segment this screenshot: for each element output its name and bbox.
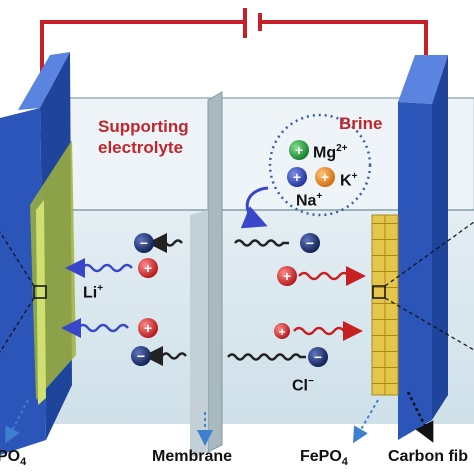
zoom-box-left [33, 285, 47, 299]
carbon-fiber-coating [371, 214, 399, 396]
lifepo4-coating-edge [36, 200, 46, 405]
left-electrode-front [0, 108, 46, 455]
cl-ion-right-top [300, 233, 320, 253]
fepo4-main: FePO [300, 448, 342, 465]
lifepo4-main: PO [0, 448, 21, 465]
mg-ion-sign: + [295, 142, 303, 158]
membrane-side [190, 210, 208, 458]
li-arrow-left-top [65, 258, 133, 278]
zoom-line-left-bottom [0, 297, 35, 353]
li-ion-right-bottom-sign: + [278, 325, 285, 339]
li-ion-right-top-sign: + [283, 268, 291, 284]
li-ion-right-top [277, 266, 297, 286]
li-arrow-left-bottom [61, 318, 129, 338]
cl-charge: − [308, 376, 314, 387]
zoom-box-right [372, 285, 386, 299]
li-ion-left-bottom [138, 318, 158, 338]
na-ion [287, 167, 307, 187]
fepo4-label: FePO4 [300, 448, 348, 468]
right-electrode-side [432, 55, 448, 420]
external-circuit [37, 8, 431, 102]
pointer-carbon-fiber [406, 391, 434, 443]
cl-ion-right-bottom-sign: − [314, 349, 322, 365]
brine-label: Brine [339, 114, 383, 133]
cl-ion-right-bottom [308, 347, 328, 367]
lifepo4-subscript: 4 [20, 456, 27, 468]
left-chamber-ions [61, 233, 187, 366]
wire-left [40, 20, 243, 95]
ion-signs: + + + − + + − − + + − [137, 142, 329, 365]
right-electrode [371, 55, 448, 440]
mg-symbol: Mg [313, 144, 337, 162]
zoom-line-right-bottom [384, 297, 474, 351]
membrane-face [207, 91, 223, 453]
brine-ion-circle [268, 113, 372, 217]
cl-arrow-left-top [147, 233, 183, 253]
li-label: Li+ [83, 284, 103, 301]
carbon-fiber-label: Carbon fib [388, 448, 468, 465]
wire-right [262, 20, 428, 95]
li-charge: + [97, 283, 104, 294]
k-ion-sign: + [321, 169, 329, 185]
cl-ion-left-top-sign: − [140, 235, 148, 251]
pointer-fepo4 [352, 399, 379, 444]
mg-ion [289, 140, 309, 160]
fepo4-subscript: 4 [341, 456, 348, 468]
k-charge: + [351, 171, 358, 182]
mg-label: Mg2+ [313, 144, 348, 161]
brine-ion-cluster [240, 113, 372, 229]
li-arrow-right-bottom [293, 321, 363, 341]
na-charge: + [316, 191, 323, 202]
label-pointers [5, 391, 434, 446]
li-ion-left-top [138, 258, 158, 278]
k-symbol: K [340, 172, 352, 190]
cl-arrow-right-bottom [227, 353, 306, 361]
left-electrode-top [18, 52, 70, 110]
cl-symbol: Cl [292, 377, 308, 395]
na-symbol: Na [296, 192, 317, 210]
na-ion-sign: + [293, 169, 301, 185]
cl-ion-right-top-sign: − [306, 235, 314, 251]
right-electrode-top [398, 55, 448, 104]
li-ion-left-top-sign: + [144, 260, 152, 276]
li-symbol: Li [83, 284, 98, 302]
zoom-line-left-top [0, 231, 35, 287]
supporting-electrolyte-label: Supporting electrolyte [98, 117, 189, 157]
cl-ion-left-top [134, 233, 154, 253]
cl-arrow-right-top [234, 239, 289, 247]
cl-ion-left-bottom-sign: − [137, 348, 145, 364]
zoom-markers [0, 221, 474, 353]
k-ion [315, 167, 335, 187]
na-label: Na+ [296, 192, 322, 209]
cl-ion-left-bottom [131, 346, 151, 366]
pointer-left-lifepo4 [5, 399, 29, 444]
li-ion-left-bottom-sign: + [144, 320, 152, 336]
right-electrode-front [398, 102, 432, 440]
zoom-line-right-top [384, 221, 474, 287]
k-label: K+ [340, 172, 357, 189]
right-chamber-ions [227, 233, 366, 367]
mg-charge: 2+ [336, 143, 348, 154]
cl-label: Cl− [292, 377, 314, 394]
li-arrow-right-top [298, 266, 366, 286]
cl-arrow-left-bottom [143, 346, 187, 366]
left-electrode [0, 52, 76, 455]
membrane-label: Membrane [152, 448, 233, 465]
membrane [190, 91, 223, 458]
li-ion-right-bottom [274, 323, 290, 339]
lifepo4-label: PO4 [0, 448, 27, 468]
brine-rejection-arrow [240, 186, 269, 229]
